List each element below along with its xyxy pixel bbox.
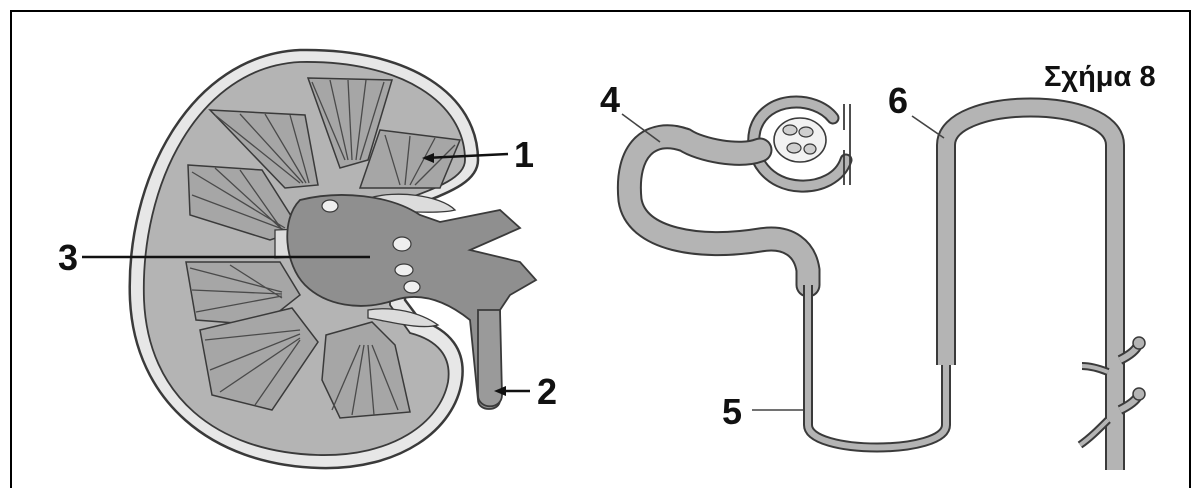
label-4: 4 — [600, 79, 620, 120]
glomerulus — [774, 118, 826, 162]
label-1: 1 — [514, 134, 534, 175]
kidney — [130, 50, 536, 468]
loop-of-henle — [808, 285, 946, 448]
figure-caption: Σχήμα 8 — [1044, 61, 1156, 93]
nephron — [629, 102, 1145, 470]
label-5: 5 — [722, 391, 742, 432]
label-3: 3 — [58, 237, 78, 278]
label-2: 2 — [537, 371, 557, 412]
distal-tubule — [946, 108, 1115, 471]
label-6: 6 — [888, 80, 908, 121]
